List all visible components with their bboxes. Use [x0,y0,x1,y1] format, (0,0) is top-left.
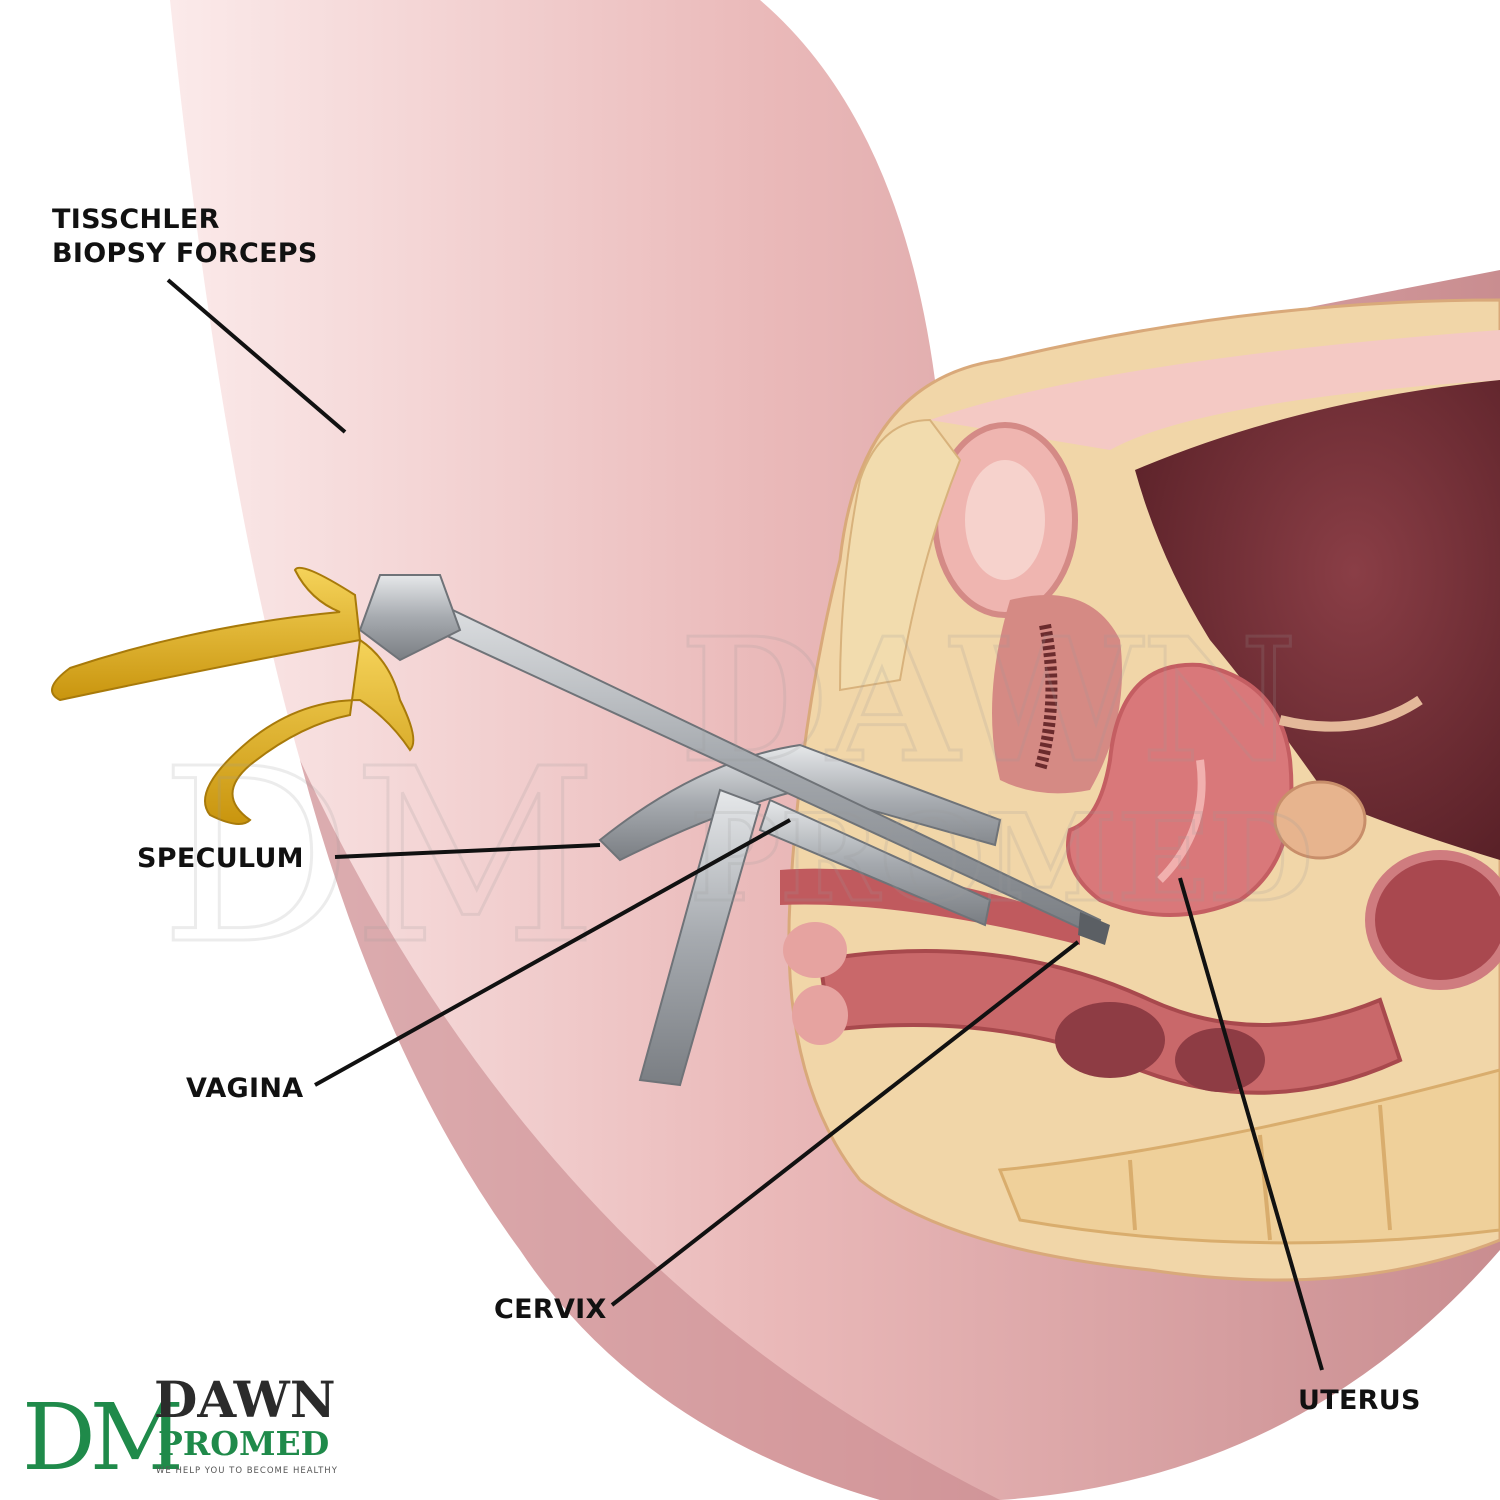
logo-tagline: WE HELP YOU TO BECOME HEALTHY [156,1466,338,1476]
abdominal-wall [930,330,1500,450]
label-forceps-line1: TISSCHLER [52,204,220,235]
leader-cervix [610,940,1080,1307]
label-vagina: VAGINA [186,1073,304,1104]
forceps-handle-upper [51,566,362,702]
leader-vagina [314,818,791,1087]
ovary [1273,780,1367,860]
leader-lines [166,278,1324,1371]
peritoneal-cavity [1135,380,1500,860]
logo-name-top: DAWN [154,1370,336,1429]
forceps-handle-lower [204,638,415,825]
label-forceps-line2: BIOPSY FORCEPS [52,238,318,269]
labia [783,922,847,978]
bowel-loop [1365,850,1500,990]
biopsy-forceps [51,566,1110,945]
urethra-tissue [992,595,1122,794]
sacrum [997,1068,1500,1245]
svg-text:DAWN: DAWN [680,601,1297,801]
speculum-instrument [598,743,1002,1087]
brand-logo: DM DAWN PROMED WE HELP YOU TO BECOME HEA… [22,1372,362,1484]
label-uterus: UTERUS [1298,1385,1421,1416]
svg-text:PROMED: PROMED [690,788,1313,929]
uterus [1066,662,1294,917]
label-speculum: SPECULUM [137,843,304,874]
leader-uterus [1178,877,1324,1371]
pubic-bone [838,418,962,692]
leader-speculum [334,843,601,859]
logo-monogram: DM [22,1384,184,1491]
logo-name-bottom: PROMED [158,1424,330,1463]
thigh-shading [300,760,1000,1500]
label-forceps: TISSCHLER BIOPSY FORCEPS [52,203,318,271]
label-cervix: CERVIX [494,1294,607,1325]
leader-forceps [166,278,347,434]
vaginal-canal [780,868,1080,945]
